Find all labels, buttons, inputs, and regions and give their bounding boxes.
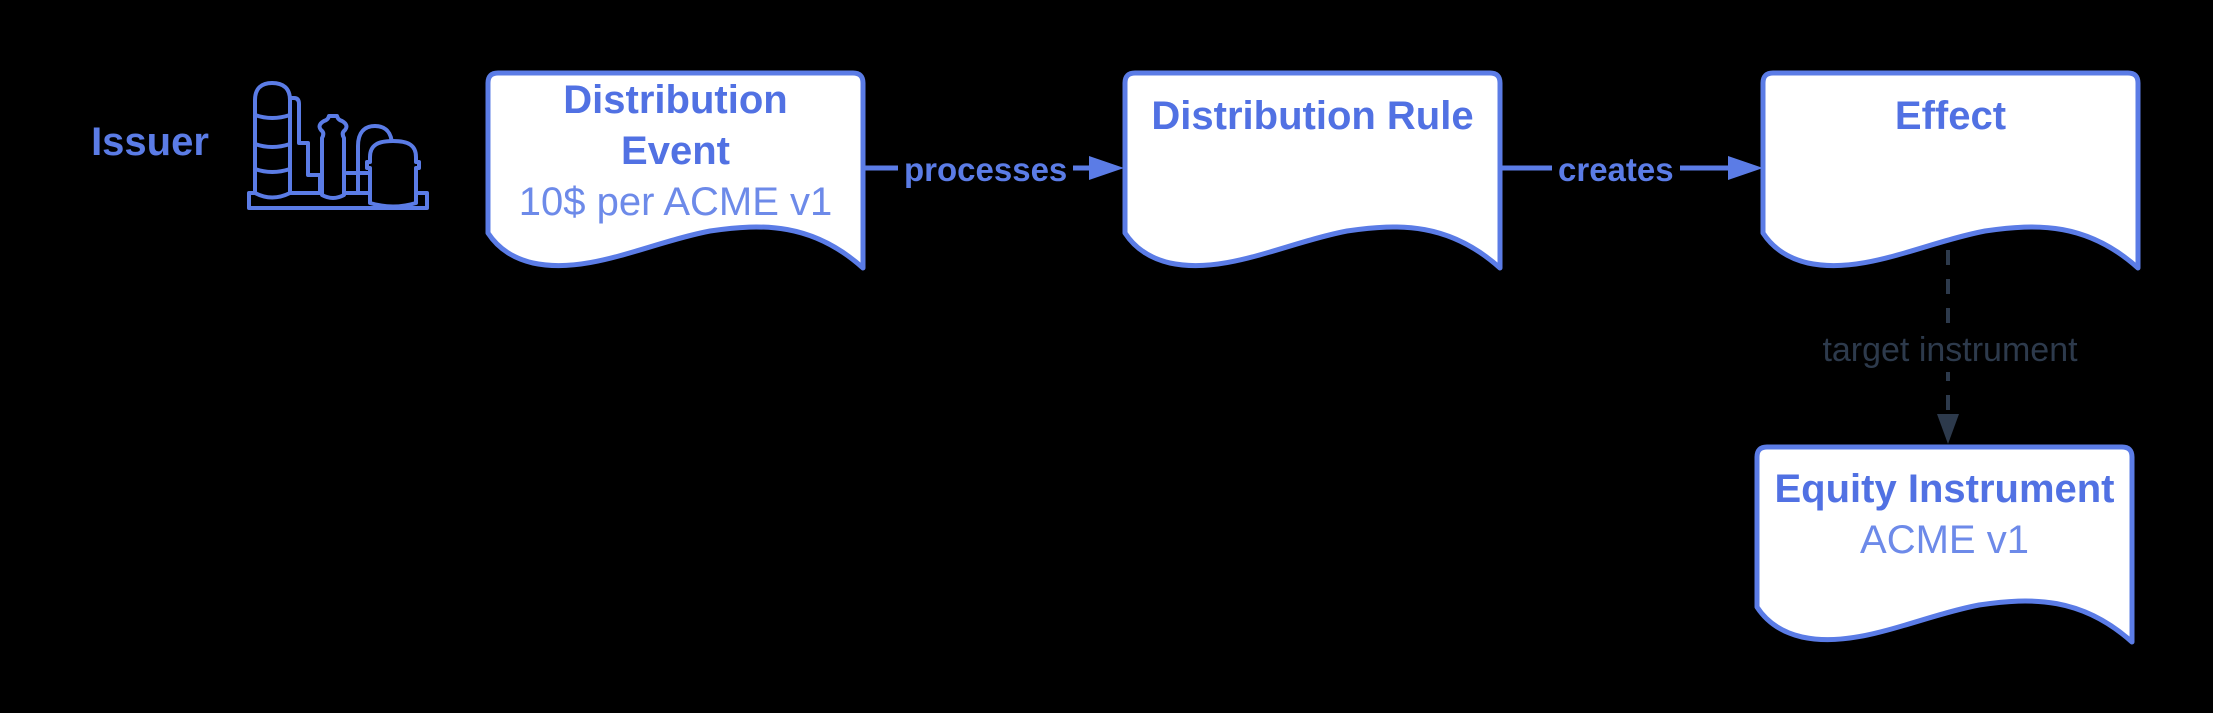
factory-tank-front	[365, 139, 421, 209]
node-title: Equity Instrument	[1774, 467, 2115, 511]
target-instrument-arrow	[1937, 250, 1959, 444]
node-effect: Effect	[1760, 70, 2141, 276]
processes-edge-label: processes	[898, 149, 1074, 191]
factory-column	[253, 81, 292, 200]
arrowhead-icon	[1089, 156, 1124, 180]
node-distribution-rule: Distribution Rule	[1122, 70, 1503, 276]
arrowhead-icon	[1937, 414, 1959, 444]
node-subtitle: ACME v1	[1860, 518, 2029, 562]
factory-column-segments	[253, 113, 292, 174]
document-shape	[1122, 70, 1503, 271]
arrowhead-icon	[1728, 156, 1763, 180]
issuer-label: Issuer	[91, 120, 209, 164]
creates-edge-label: creates	[1552, 149, 1680, 191]
node-title-line: Distribution	[563, 78, 788, 122]
target-instrument-edge-label: target instrument	[1818, 329, 2082, 372]
document-shape	[1760, 70, 2141, 271]
document-shape	[1754, 444, 2135, 645]
node-title-line: Event	[621, 129, 730, 173]
node-equity-instrument: Equity Instrument ACME v1	[1754, 444, 2135, 650]
node-title: Distribution Rule	[1151, 94, 1474, 138]
factory-dome-tower	[317, 114, 349, 200]
node-title: Effect	[1894, 94, 2007, 138]
factory-icon	[247, 81, 429, 210]
node-distribution-event: Distribution Event 10$ per ACME v1	[485, 70, 866, 276]
factory-pipe	[284, 96, 322, 195]
node-subtitle: 10$ per ACME v1	[518, 180, 833, 224]
document-shape	[485, 70, 866, 271]
